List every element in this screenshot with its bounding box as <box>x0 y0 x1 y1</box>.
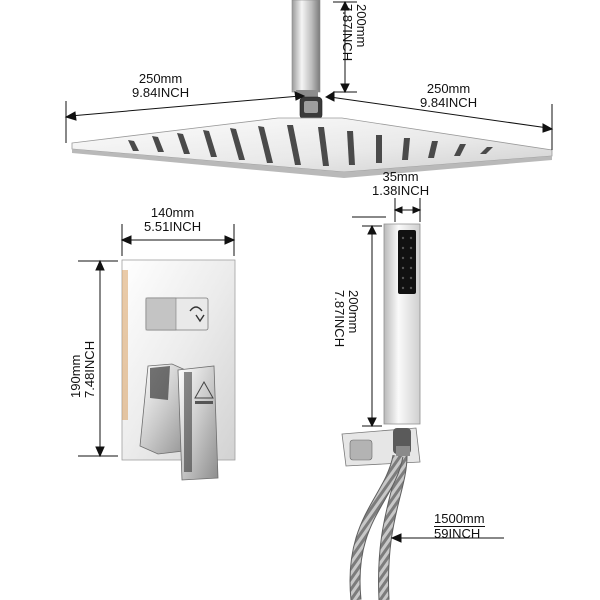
arm-height-inch: 7.87INCH <box>340 4 355 62</box>
arm-height-mm: 200mm <box>354 4 369 48</box>
logo-badge-icon <box>194 380 214 404</box>
mixer-valve-icon <box>121 259 236 481</box>
hose-length-label: 1500mm 59INCH <box>434 512 485 541</box>
head-width-inch: 9.84INCH <box>132 85 190 100</box>
hand-shower-icon <box>341 223 421 467</box>
handset-width-inch: 1.38INCH <box>372 183 430 198</box>
hose-length-inch: 59INCH <box>434 526 481 541</box>
panel-width-label: 140mm 5.51INCH <box>144 206 201 234</box>
panel-height-mm: 190mm <box>68 354 83 398</box>
panel-width-inch: 5.51INCH <box>144 219 202 234</box>
arm-height-label: 200mm 7.87INCH <box>340 4 369 62</box>
handset-length-label: 200mm 7.87INCH <box>332 290 361 348</box>
handset-width-mm: 35mm <box>382 169 419 184</box>
head-depth-mm: 250mm <box>426 81 471 96</box>
handset-length-mm: 200mm <box>346 290 361 334</box>
head-depth-label: 250mm 9.84INCH <box>420 82 477 110</box>
panel-height-inch: 7.48INCH <box>82 340 97 398</box>
hose-icon <box>349 454 408 600</box>
panel-width-mm: 140mm <box>150 205 195 220</box>
handset-length-inch: 7.87INCH <box>332 290 347 348</box>
handset-width-label: 35mm 1.38INCH <box>372 170 429 198</box>
dimension-lines <box>64 0 554 543</box>
head-width-mm: 250mm <box>138 71 183 86</box>
head-width-label: 250mm 9.84INCH <box>132 72 189 100</box>
panel-height-label: 190mm 7.48INCH <box>68 340 97 398</box>
hose-length-mm: 1500mm <box>434 511 485 527</box>
head-depth-inch: 9.84INCH <box>420 95 478 110</box>
shower-head-icon <box>71 0 553 178</box>
